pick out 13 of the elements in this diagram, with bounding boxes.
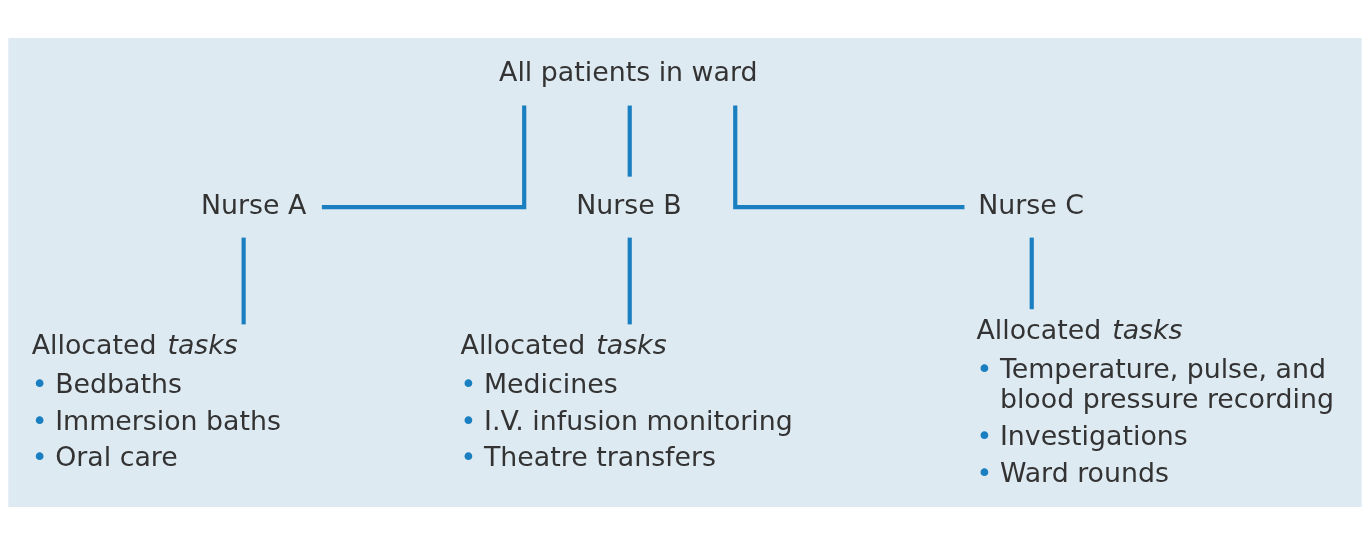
node-text: Allocated tasks • Medicines • I.V. infusion monitoring • Theatre transfers (460, 329, 793, 473)
node-text: Allocated tasks • Temperature, pulse, and blood pressure recording • Investigations • Ward rounds (976, 314, 1334, 488)
connector (627, 105, 632, 177)
connector (733, 105, 965, 210)
node-text: Nurse B (576, 188, 682, 220)
connector (241, 237, 246, 325)
connector (1029, 237, 1034, 310)
connector (321, 105, 527, 210)
node-text: Nurse C (978, 188, 1084, 220)
connector (627, 237, 632, 325)
node-text: Allocated tasks • Bedbaths • Immersion baths • Oral care (31, 329, 282, 473)
node-text: All patients in ward (499, 56, 758, 88)
node-text: Nurse A (200, 188, 307, 220)
